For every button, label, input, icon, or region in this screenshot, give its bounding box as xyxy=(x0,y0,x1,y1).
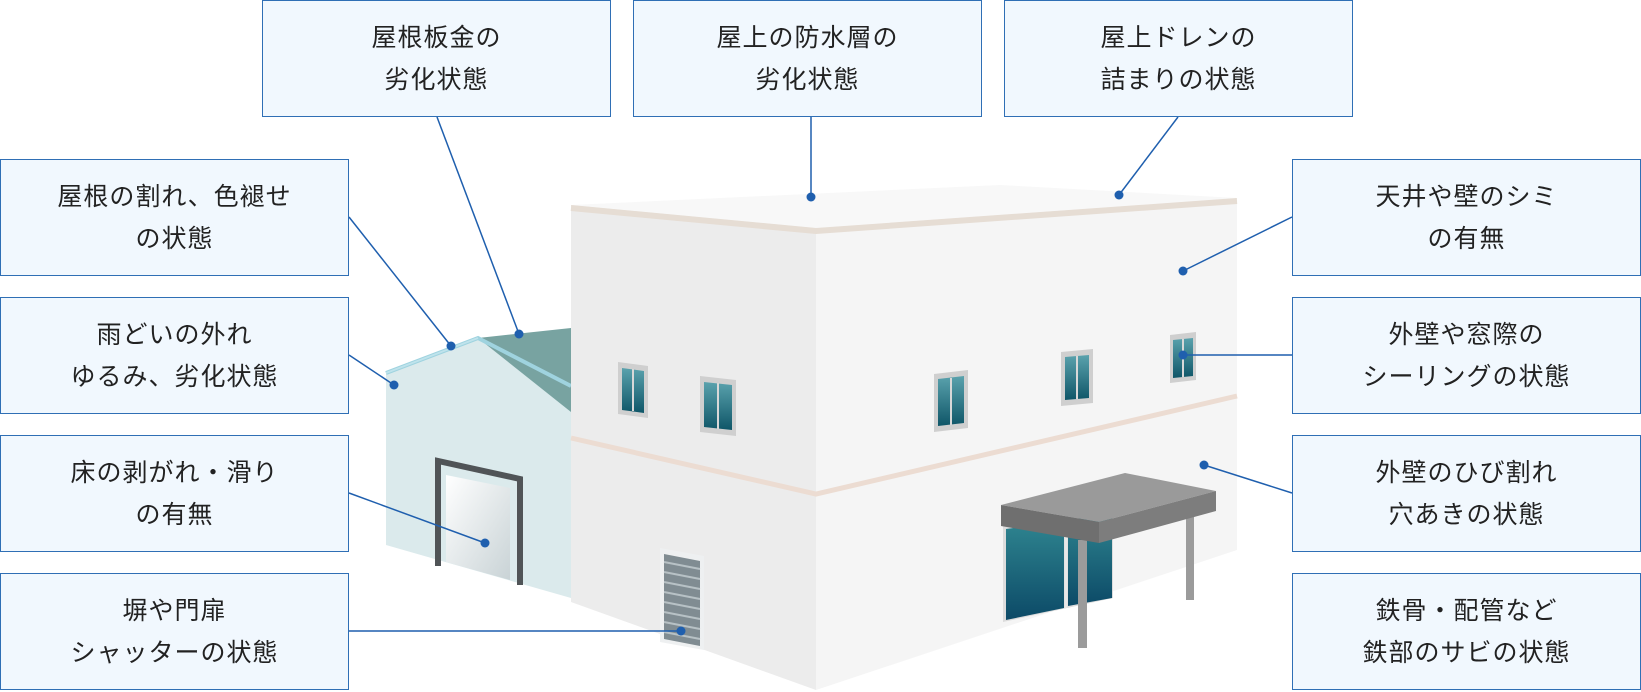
leader-line-gutter xyxy=(348,354,395,386)
leader-dot-wall-window-sealing xyxy=(1178,350,1188,360)
leader-line-wall-cracks-holes xyxy=(1203,464,1293,494)
leader-dot-ceiling-wall-stains xyxy=(1178,266,1188,276)
callout-text-line: の有無 xyxy=(1427,223,1506,253)
leader-line-roof-sheet-metal xyxy=(436,116,520,335)
callout-text-line: 天井や壁のシミ xyxy=(1375,181,1558,211)
callout-text-line: 外壁や窓際の xyxy=(1388,319,1545,349)
leader-dot-rooftop-waterproofing xyxy=(806,192,816,202)
leader-dot-wall-cracks-holes xyxy=(1199,460,1209,470)
callout-roof-cracks-fading: 屋根の割れ、色褪せの状態 xyxy=(0,159,349,276)
parapet-band xyxy=(570,198,1238,235)
callout-text-line: ゆるみ、劣化状態 xyxy=(70,361,279,391)
window xyxy=(618,362,648,418)
canopy-side xyxy=(1001,505,1099,543)
callout-rooftop-drain: 屋上ドレンの詰まりの状態 xyxy=(1004,0,1353,117)
building-roof xyxy=(571,185,1237,228)
callout-text-line: シャッターの状態 xyxy=(70,637,279,667)
floor-band xyxy=(570,393,1238,497)
callout-text-line: の有無 xyxy=(135,499,214,529)
leader-dot-rooftop-drain xyxy=(1114,190,1124,200)
callout-text-line: の状態 xyxy=(135,223,214,253)
warehouse xyxy=(385,328,572,598)
leader-line-floor xyxy=(348,492,486,544)
callout-fence-gate-shutter: 塀や門扉シャッターの状態 xyxy=(0,573,349,690)
callout-text-line: 塀や門扉 xyxy=(122,595,227,625)
callout-text-line: 雨どいの外れ xyxy=(96,319,253,349)
canopy-pillar xyxy=(1186,512,1194,600)
window xyxy=(934,370,968,432)
callout-steel-rust: 鉄骨・配管など鉄部のサビの状態 xyxy=(1292,573,1641,690)
building-left-wall xyxy=(571,205,816,690)
canopy-top xyxy=(1001,473,1216,522)
callout-gutter: 雨どいの外れゆるみ、劣化状態 xyxy=(0,297,349,414)
leader-line-rooftop-drain xyxy=(1118,116,1179,196)
canopy-front xyxy=(1099,491,1216,543)
callout-text-line: シーリングの状態 xyxy=(1362,361,1571,391)
leader-lines xyxy=(348,116,1293,636)
callout-text-line: 屋上の防水層の xyxy=(716,22,899,52)
callout-wall-cracks-holes: 外壁のひび割れ穴あきの状態 xyxy=(1292,435,1641,552)
leader-dot-fence-gate-shutter xyxy=(676,626,686,636)
leader-dot-roof-sheet-metal xyxy=(514,329,524,339)
leader-dot-floor xyxy=(480,538,490,548)
callout-text-line: 鉄部のサビの状態 xyxy=(1362,637,1571,667)
gutter xyxy=(385,337,479,374)
main-building xyxy=(570,185,1238,690)
callout-text-line: 詰まりの状態 xyxy=(1100,64,1257,94)
callout-text-line: 穴あきの状態 xyxy=(1388,499,1545,529)
warehouse-door-frame xyxy=(435,457,523,585)
callout-text-line: 劣化状態 xyxy=(384,64,489,94)
leader-dot-roof-cracks-fading xyxy=(446,341,456,351)
window xyxy=(700,376,736,436)
callout-text-line: 鉄骨・配管など xyxy=(1375,595,1558,625)
callout-ceiling-wall-stains: 天井や壁のシミの有無 xyxy=(1292,159,1641,276)
shutter xyxy=(660,548,704,650)
callout-rooftop-waterproofing: 屋上の防水層の劣化状態 xyxy=(633,0,982,117)
window xyxy=(1061,349,1093,406)
warehouse-door-opening xyxy=(446,475,510,580)
callout-text-line: 屋上ドレンの xyxy=(1100,22,1257,52)
callout-floor: 床の剥がれ・滑りの有無 xyxy=(0,435,349,552)
callout-text-line: 屋根板金の xyxy=(371,22,502,52)
leader-dot-gutter xyxy=(389,380,399,390)
leader-line-ceiling-wall-stains xyxy=(1182,216,1293,272)
canopy-pillar xyxy=(1078,540,1087,648)
callout-text-line: 劣化状態 xyxy=(755,64,860,94)
entrance xyxy=(1001,473,1216,648)
callout-wall-window-sealing: 外壁や窓際のシーリングの状態 xyxy=(1292,297,1641,414)
callout-text-line: 屋根の割れ、色褪せ xyxy=(57,181,292,211)
callout-text-line: 床の剥がれ・滑り xyxy=(70,457,279,487)
callout-text-line: 外壁のひび割れ xyxy=(1375,457,1558,487)
callout-roof-sheet-metal: 屋根板金の劣化状態 xyxy=(262,0,611,117)
leader-line-roof-cracks-fading xyxy=(348,216,452,347)
